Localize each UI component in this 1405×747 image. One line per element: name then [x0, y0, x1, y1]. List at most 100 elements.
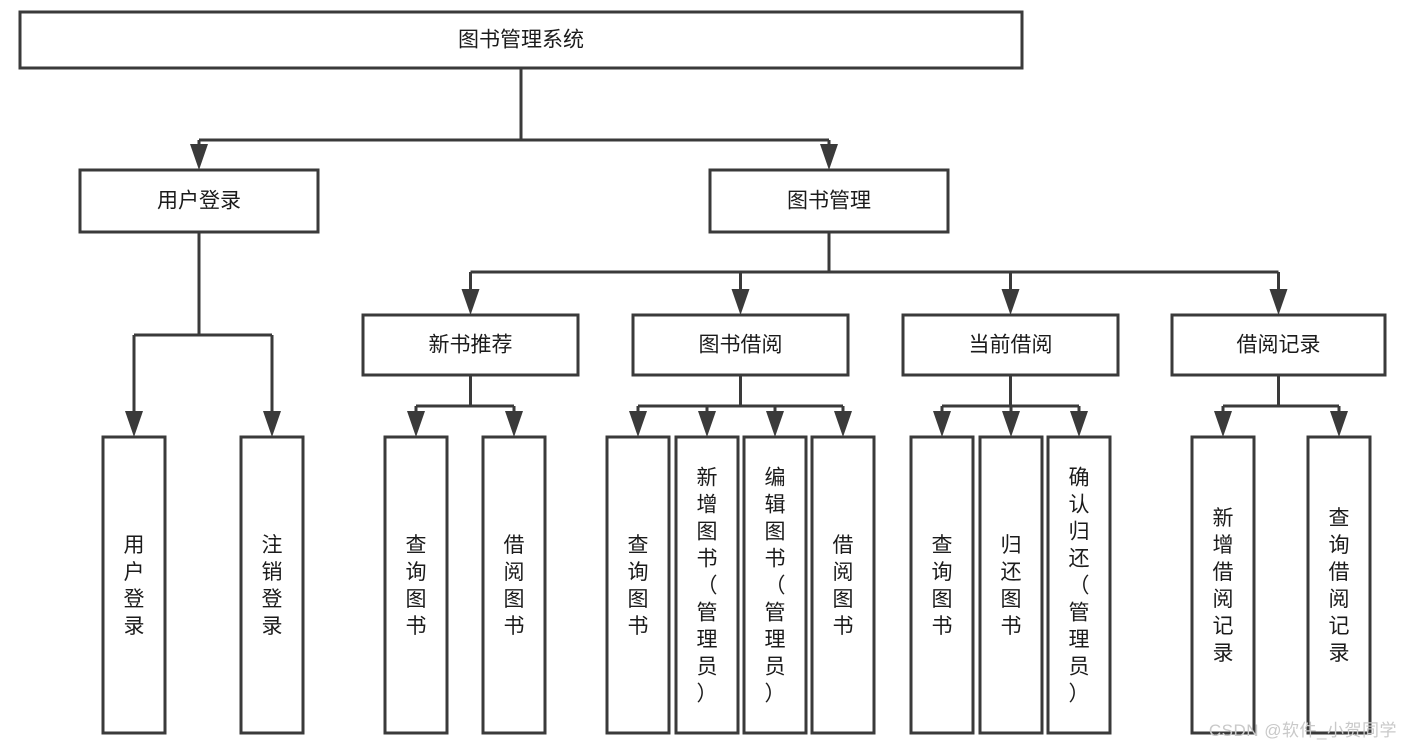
node-leaf-add-record-label-char: 录 [1213, 642, 1234, 665]
node-leaf-logout-box[interactable] [239, 435, 305, 735]
node-borrow-record[interactable]: 借阅记录 [1170, 313, 1387, 377]
node-book-manage-box[interactable] [708, 168, 950, 234]
node-root-label: 图书管理系统 [458, 29, 584, 52]
arrow-head-icon [731, 289, 750, 315]
arrow-head-icon [698, 411, 716, 437]
node-leaf-add-book-label-char: 增 [697, 494, 718, 517]
node-leaf-confirm-return-label-char: 认 [1069, 494, 1090, 517]
node-leaf-edit-book-label-char: 编 [765, 467, 786, 490]
node-leaf-return-book-label-char: 还 [1001, 561, 1022, 584]
node-leaf-query-book-3-box[interactable] [909, 435, 975, 735]
node-user-login-box[interactable] [78, 168, 320, 234]
node-leaf-borrow-book-1-label-char: 阅 [504, 561, 525, 584]
node-leaf-confirm-return-label-char: 理 [1069, 629, 1090, 652]
node-leaf-borrow-book-1-label-char: 书 [504, 615, 525, 638]
node-leaf-confirm-return-box[interactable] [1046, 435, 1112, 735]
node-leaf-query-book-3-label-char: 书 [932, 615, 953, 638]
arrow-head-icon [820, 144, 838, 170]
node-leaf-logout-label-char: 录 [262, 615, 283, 638]
node-borrow-record-box[interactable] [1170, 313, 1387, 377]
node-leaf-query-book-2-label-char: 查 [628, 534, 649, 557]
arrow-head-icon [1269, 289, 1288, 315]
node-leaf-user-login-label-char: 录 [124, 615, 145, 638]
node-leaf-add-record-label-char: 阅 [1213, 588, 1234, 611]
arrow-head-icon [834, 411, 852, 437]
node-leaf-user-login-box[interactable] [101, 435, 167, 735]
arrow-head-icon [461, 289, 480, 315]
node-leaf-query-book-1-box[interactable] [383, 435, 449, 735]
node-current-borrow[interactable]: 当前借阅 [901, 313, 1120, 377]
node-leaf-borrow-book-2-box[interactable] [810, 435, 876, 735]
node-leaf-logout-label-char: 登 [262, 588, 283, 611]
node-leaf-borrow-book-2-label-char: 图 [833, 588, 854, 611]
node-leaf-edit-book-label-char: 书 [765, 548, 786, 571]
node-leaf-add-book-box[interactable] [674, 435, 740, 735]
node-leaf-return-book-box[interactable] [978, 435, 1044, 735]
node-leaf-user-login-label-char: 户 [124, 561, 145, 584]
node-leaf-query-record-box[interactable] [1306, 435, 1372, 735]
node-borrow-record-label: 借阅记录 [1237, 334, 1321, 357]
node-root[interactable]: 图书管理系统 [18, 10, 1024, 70]
node-leaf-user-login[interactable]: 用户登录 [101, 435, 167, 735]
arrow-head-icon [1001, 289, 1020, 315]
node-leaf-query-book-1-label-char: 查 [406, 534, 427, 557]
node-book-borrow-box[interactable] [631, 313, 850, 377]
node-root-box[interactable] [18, 10, 1024, 70]
node-book-manage[interactable]: 图书管理 [708, 168, 950, 234]
node-leaf-edit-book-label-char: 辑 [765, 494, 786, 517]
node-leaf-add-book-label-char: 理 [697, 629, 718, 652]
node-leaf-add-record-label-char: 记 [1213, 615, 1234, 638]
node-leaf-add-book-label-char: 管 [697, 602, 718, 625]
node-leaf-add-book-label-char: 图 [697, 521, 718, 544]
node-leaf-edit-book-box[interactable] [742, 435, 808, 735]
node-new-book-rec[interactable]: 新书推荐 [361, 313, 580, 377]
node-leaf-query-record-label-char: 借 [1329, 561, 1350, 584]
node-leaf-add-book-label-char: 新 [697, 467, 718, 490]
node-leaf-query-book-2-label-char: 询 [628, 561, 649, 584]
node-leaf-query-record-label-char: 记 [1329, 615, 1350, 638]
node-leaf-query-record-label-char: 查 [1329, 507, 1350, 530]
node-leaf-confirm-return-label-char: （ [1069, 575, 1090, 598]
node-leaf-edit-book-label-char: 图 [765, 521, 786, 544]
node-book-borrow[interactable]: 图书借阅 [631, 313, 850, 377]
node-book-manage-label: 图书管理 [787, 190, 871, 213]
arrow-head-icon [1002, 411, 1020, 437]
node-leaf-borrow-book-1-box[interactable] [481, 435, 547, 735]
arrow-head-icon [629, 411, 647, 437]
node-new-book-rec-box[interactable] [361, 313, 580, 377]
arrow-head-icon [1214, 411, 1232, 437]
node-leaf-edit-book-label-char: 管 [765, 602, 786, 625]
node-current-borrow-box[interactable] [901, 313, 1120, 377]
node-leaf-edit-book-label-char: 理 [765, 629, 786, 652]
node-book-borrow-label: 图书借阅 [699, 334, 783, 357]
node-leaf-user-login-label-char: 用 [124, 534, 145, 557]
node-leaf-add-record-box[interactable] [1190, 435, 1256, 735]
node-leaf-query-record-label-char: 阅 [1329, 588, 1350, 611]
node-leaf-return-book-label-char: 图 [1001, 588, 1022, 611]
node-leaf-edit-book-label-char: （ [765, 575, 786, 598]
node-leaf-query-book-2-box[interactable] [605, 435, 671, 735]
node-leaf-edit-book-label-char: 员 [765, 656, 786, 679]
node-user-login[interactable]: 用户登录 [78, 168, 320, 234]
node-leaf-borrow-book-2-label-char: 阅 [833, 561, 854, 584]
node-new-book-rec-label: 新书推荐 [429, 334, 513, 357]
node-leaf-user-login-label-char: 登 [124, 588, 145, 611]
node-layer: 图书管理系统用户登录图书管理新书推荐图书借阅当前借阅借阅记录用户登录注销登录查询… [18, 10, 1387, 735]
node-leaf-borrow-book-2-label-char: 书 [833, 615, 854, 638]
arrow-head-icon [1070, 411, 1088, 437]
arrow-head-icon [766, 411, 784, 437]
node-leaf-query-record-label-char: 询 [1329, 534, 1350, 557]
